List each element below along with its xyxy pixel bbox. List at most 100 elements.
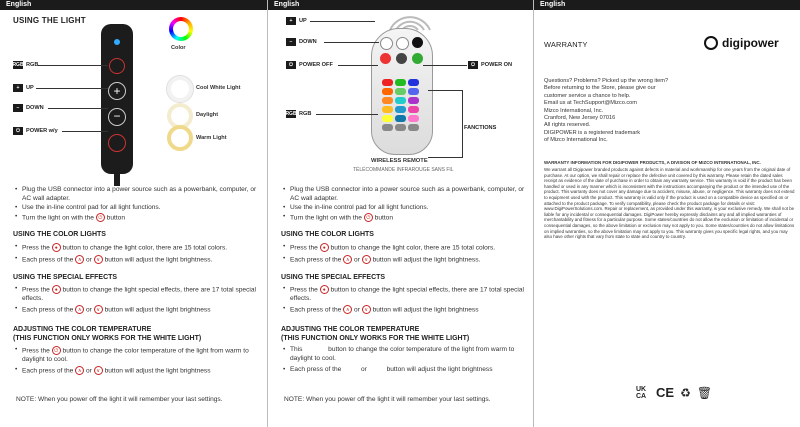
color-each: Each press of the ∧ or ∨ button will adj… — [283, 255, 528, 265]
certification-marks: UK CA CE ♻ 🗑 — [636, 385, 712, 400]
plus-icon: + — [13, 84, 23, 92]
down-icon: ∨ — [93, 305, 103, 314]
rgb-icon: ● — [319, 243, 329, 252]
note: NOTE: When you power off the light it wi… — [284, 396, 491, 403]
ukca-mark: UK CA — [636, 385, 647, 400]
language-header: English — [268, 0, 533, 10]
label-daylight: Daylight — [196, 112, 219, 118]
heading-temp: ADJUSTING THE COLOR TEMPERATURE — [13, 326, 152, 333]
heading-color-lights: USING THE COLOR LIGHTS — [13, 231, 106, 238]
leader-line — [62, 131, 108, 132]
up-icon: ∧ — [343, 255, 353, 264]
minus-icon: − — [286, 38, 296, 46]
fx-press: Press the ● button to change the light s… — [15, 285, 260, 303]
warranty-title: WARRANTY — [544, 40, 588, 49]
label-up: +UP — [286, 17, 307, 25]
power-icon: ⏻ — [13, 127, 23, 135]
label-cool: Cool White Light — [196, 85, 241, 91]
down-icon: ∨ — [93, 255, 103, 264]
remote-title: WIRELESS REMOTE — [371, 158, 428, 164]
warranty-body: We warrant all Digipower branded product… — [544, 167, 795, 240]
ce-mark: CE — [656, 385, 675, 400]
column-warranty: English WARRANTY digipower Questions? Pr… — [533, 0, 800, 427]
rgb-button[interactable] — [109, 58, 125, 74]
bullet-plug: Plug the USB connector into a power sour… — [15, 186, 260, 203]
remote-subtitle: TÉLÉCOMMANDE INFRAROUGE SANS FIL — [353, 167, 454, 173]
label-functions: FANCTIONS — [464, 125, 497, 131]
rgb-icon: ● — [51, 243, 61, 252]
leader-line — [36, 88, 108, 89]
label-up: +UP — [13, 84, 34, 92]
warranty-info-title: WARRANTY INFORMATION FOR DIGIPOWER PRODU… — [544, 160, 761, 165]
power-icon: ⏻ — [468, 61, 478, 69]
power-icon: ⏻ — [95, 213, 105, 222]
leader-line — [338, 65, 378, 66]
temp-press: Press the ⏻ button to change the color t… — [15, 346, 260, 364]
color-press: Press the ● button to change the light c… — [283, 243, 528, 253]
temp-each: Each press of the ∧ or ∨ button will adj… — [15, 366, 260, 376]
label-color: Color — [171, 45, 186, 51]
power-icon: ⏻ — [51, 346, 61, 355]
power-button[interactable] — [108, 134, 126, 152]
down-icon: ∨ — [361, 305, 371, 314]
up-icon: ∧ — [75, 366, 85, 375]
power-icon: ⏻ — [363, 213, 373, 222]
color-ring — [169, 17, 193, 41]
cable — [114, 174, 120, 186]
up-icon: ∧ — [75, 255, 85, 264]
heading-temp-note: (THIS FUNCTION ONLY WORKS FOR THE WHITE … — [13, 335, 202, 342]
leader-line — [48, 108, 108, 109]
label-power-on: ⏻POWER ON — [468, 61, 512, 69]
control-pad: + − — [101, 24, 133, 174]
bullet-inline: Use the in-line control pad for all ligh… — [283, 204, 528, 213]
down-button[interactable]: − — [108, 108, 126, 126]
rgb-icon: RGB — [285, 110, 297, 118]
heading-color-lights: USING THE COLOR LIGHTS — [281, 231, 374, 238]
leader-line — [324, 42, 379, 43]
label-warm: Warm Light — [196, 135, 227, 141]
temp-each: Each press of the or button will adjust … — [283, 366, 528, 375]
leader-line — [423, 65, 467, 66]
label-power-off: ⏻POWER OFF — [286, 61, 333, 69]
down-icon: ∨ — [361, 255, 371, 264]
recycle-icon: ♻ — [680, 385, 691, 400]
color-press: Press the ● button to change the light c… — [15, 243, 260, 253]
down-icon: ∨ — [93, 366, 103, 375]
color-button-grid — [382, 79, 422, 131]
language-header: English — [534, 0, 800, 10]
rgb-icon: RGB — [12, 61, 24, 69]
leader-line — [316, 114, 378, 115]
weee-bin-icon: 🗑 — [696, 385, 713, 400]
warm-ring — [167, 125, 193, 151]
temp-press: This button to change the color temperat… — [283, 346, 528, 363]
rgb-icon: ● — [319, 285, 329, 294]
functions-bracket — [428, 90, 463, 158]
bullet-turn-on: Turn the light on with the ⏻ button — [15, 213, 260, 223]
remote-control — [371, 28, 433, 155]
brand-logo: digipower — [704, 36, 779, 50]
language-header: English — [0, 0, 267, 10]
column-remote: English +UP −DOWN ⏻POWER OFF ⏻POWER ON — [267, 0, 533, 427]
minus-icon: − — [13, 104, 23, 112]
up-button[interactable]: + — [108, 82, 126, 100]
led-indicator — [114, 39, 120, 45]
color-each: Each press of the ∧ or ∨ button will adj… — [15, 255, 260, 265]
fx-each: Each press of the ∧ or ∨ button will adj… — [15, 305, 260, 315]
label-power: ⏻POWER w/y — [13, 127, 58, 135]
heading-temp: ADJUSTING THE COLOR TEMPERATURE — [281, 326, 420, 333]
label-down: −DOWN — [286, 38, 317, 46]
label-down: −DOWN — [13, 104, 44, 112]
power-icon — [704, 36, 718, 50]
bullet-plug: Plug the USB connector into a power sour… — [283, 186, 528, 203]
cool-white-ring — [167, 76, 193, 102]
contact-block: Questions? Problems? Picked up the wrong… — [544, 78, 669, 144]
leader-line — [310, 21, 375, 22]
up-icon: ∧ — [343, 305, 353, 314]
bullet-turn-on: Turn the light on with the ⏻ button — [283, 213, 528, 223]
fx-each: Each press of the ∧ or ∨ button will adj… — [283, 305, 528, 315]
rgb-icon: ● — [51, 285, 61, 294]
fx-press: Press the ● button to change the light s… — [283, 285, 528, 303]
